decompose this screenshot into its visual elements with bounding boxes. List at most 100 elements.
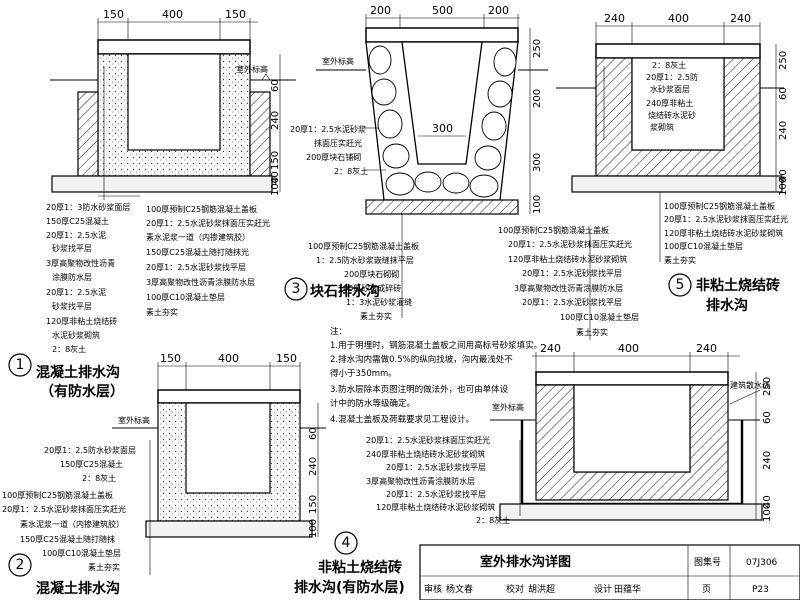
check-label: 校对 [506,583,524,595]
d3-dim-top-1: 200 [370,4,391,17]
svg-text:素土夯实: 素土夯实 [146,307,178,317]
d5-detail-marker [668,273,692,297]
svg-text:100厚预制C25钢筋混凝土盖板: 100厚预制C25钢筋混凝土盖板 [308,241,419,251]
svg-text:150厚C25混凝土: 150厚C25混凝土 [46,216,109,226]
svg-text:砂浆找平层: 砂浆找平层 [52,243,92,253]
d3-dim-top-3: 200 [488,4,509,17]
d1-channel [127,53,221,151]
detail-4-section: 240 400 240 室外标高 建筑散水线 250 60 240 40 100… [294,342,773,596]
detail-3-section: 200 500 200 室外标高 300 250 200 300 [284,4,548,321]
designer: 田蕴华 [614,583,641,595]
svg-text:100厚预制C25钢筋混凝土盖板: 100厚预制C25钢筋混凝土盖板 [146,204,257,214]
d5-dim-side-2: 60 [778,87,789,100]
d4-dim-top-3: 240 [696,342,717,355]
d2-detail-marker [8,553,32,577]
d3-dim-side-2: 200 [532,89,543,108]
d3-grade-label: 室外标高 [322,56,354,66]
d1-layer-callouts-right: 100厚预制C25钢筋混凝土盖板 20厚1：2.5水泥砂浆抹面压实赶光 素水泥浆… [146,204,270,317]
detail-2-section: 150 400 150 室外标高 60 240 150 100 20厚1：2.5… [2,352,326,597]
d2-grade-label: 室外标高 [118,415,150,425]
d5-channel [631,57,725,151]
svg-text:20厚1：2.5水泥砂浆找平层: 20厚1：2.5水泥砂浆找平层 [386,462,486,472]
d5-dim-side-3: 240 [778,121,789,140]
d3-channel [401,41,483,165]
d1-dim-top-2: 400 [162,8,183,21]
d4-dim-top-1: 240 [540,342,561,355]
svg-text:120厚非粘土烧结砖: 120厚非粘土烧结砖 [46,316,117,326]
d2-dim-top-2: 400 [218,352,239,365]
svg-text:抹面压实赶光: 抹面压实赶光 [314,138,362,148]
svg-text:3: 3 [292,281,301,297]
detail-5-section: 240 400 240 250 60 240 40 100 2：8灰土 20厚1… [556,12,789,314]
d3-dim-side-4: 100 [532,195,543,214]
d3-cover-slab [365,27,519,43]
svg-text:20厚1：2.5水泥: 20厚1：2.5水泥 [46,230,106,240]
d5-dim-side-4: 40 [778,169,789,182]
svg-text:240厚非粘土: 240厚非粘土 [646,98,693,108]
d2-dim-side-1: 60 [308,427,319,440]
d3-detail-marker [284,277,308,301]
middle-layer-callouts: 100厚预制C25钢筋混凝土盖板 20厚1：2.5水泥砂浆抹面压实赶光 120厚… [498,225,639,340]
d2-cover-slab [157,389,301,404]
svg-text:20厚1：2.5水泥砂浆找平层: 20厚1：2.5水泥砂浆找平层 [386,489,486,499]
svg-text:水泥砂浆砌筑: 水泥砂浆砌筑 [52,330,100,340]
d3-layer-callouts-lower: 100厚预制C25钢筋混凝土盖板 1：2.5防水砂浆嵌缝抹平层 200厚块石砌砌… [308,241,419,321]
d2-layer-callouts: 20厚1：2.5防水砂浆面层 150厚C25混凝土 2：8灰土 100厚预制C2… [2,445,136,572]
svg-text:素土夯实: 素土夯实 [88,562,120,572]
notes-title: 注： [330,326,347,337]
d1-cover-slab [97,39,251,55]
note-line-5: 计中的防水等级确定。 [330,398,415,409]
d4-layer-callouts: 20厚1：2.5水泥砂浆抹面压实赶光 240厚非粘土烧结砖水泥砂浆砌筑 20厚1… [366,435,510,525]
d4-dim-top-2: 400 [618,342,639,355]
svg-text:150厚C25混凝土随打随抹光: 150厚C25混凝土随打随抹光 [146,247,249,257]
d3-inner-width: 300 [432,122,453,135]
d4-base-slab [499,503,763,521]
svg-text:2：8灰土: 2：8灰土 [334,166,368,176]
d1-brick-left [77,91,99,177]
svg-text:20厚1：2.5水泥砂浆找平层: 20厚1：2.5水泥砂浆找平层 [522,268,622,278]
svg-text:1：3水泥砂浆灌缝: 1：3水泥砂浆灌缝 [346,297,412,307]
sheet-title: 室外排水沟详图 [480,554,571,570]
svg-text:3厚高聚物改性沥青涂膜防水层: 3厚高聚物改性沥青涂膜防水层 [146,277,255,287]
d4-dim-side-2: 60 [762,411,773,424]
svg-text:100厚C10混凝土垫层: 100厚C10混凝土垫层 [146,292,225,302]
svg-text:4: 4 [342,535,351,551]
svg-text:20厚1：3防水砂浆面层: 20厚1：3防水砂浆面层 [46,202,130,212]
svg-text:1: 1 [16,357,25,373]
svg-text:100厚预制C25钢筋混凝土盖板: 100厚预制C25钢筋混凝土盖板 [498,225,609,235]
d5-cover-slab [595,43,761,59]
d5-dim-top-1: 240 [604,12,625,25]
d5-dim-side-1: 250 [778,51,789,70]
svg-text:20厚1：2.5防水砂浆面层: 20厚1：2.5防水砂浆面层 [44,445,136,455]
d1-dim-top-3: 150 [225,8,246,21]
d4-dim-side-1: 250 [762,377,773,396]
note-line-1: 1.用于明埋时，钢筋混凝土盖板之间用高标号砂浆填实。 [330,340,542,351]
svg-text:200厚块石砌砌: 200厚块石砌砌 [344,269,399,279]
d4-grade-label: 室外标高 [492,402,524,412]
page-label: 页 [702,584,711,595]
svg-text:150厚C25混凝土: 150厚C25混凝土 [60,459,123,469]
d3-stones [368,45,517,198]
d1-subtitle: （有防水层） [40,383,124,400]
d3-dim-top-2: 500 [432,4,453,17]
svg-text:100厚预制C25钢筋混凝土盖板: 100厚预制C25钢筋混凝土盖板 [664,201,775,211]
svg-text:3厚高聚物改性沥青涂膜防水层: 3厚高聚物改性沥青涂膜防水层 [514,283,623,293]
svg-text:20厚1：2.5水泥砂浆抹面压实赶光: 20厚1：2.5水泥砂浆抹面压实赶光 [508,239,632,249]
svg-text:2：8灰土: 2：8灰土 [652,60,686,70]
svg-text:涂膜防水层: 涂膜防水层 [52,272,92,282]
svg-text:浆砌筑: 浆砌筑 [650,122,674,132]
note-line-3: 得小于350mm。 [330,368,397,379]
d1-detail-marker [8,353,32,377]
d1-layer-callouts-left: 20厚1：3防水砂浆面层 150厚C25混凝土 20厚1：2.5水泥 砂浆找平层… [46,202,130,354]
detail-1-section: 150 400 150 室外标高 60 240 150 40 100 20厚1：… [8,8,296,400]
d1-dim-top-1: 150 [103,8,124,21]
svg-text:100厚C10混凝土垫层: 100厚C10混凝土垫层 [560,312,639,322]
d1-dim-side-5: 100 [270,177,281,196]
svg-text:150厚C25混凝土随打随抹: 150厚C25混凝土随打随抹 [20,534,115,544]
svg-text:素土夯实: 素土夯实 [664,255,696,265]
d4-dim-side-5: 100 [762,503,773,522]
svg-text:20厚1：2.5水泥砂浆找平层: 20厚1：2.5水泥砂浆找平层 [146,262,246,272]
svg-text:20厚1：2.5水泥砂浆抹面压实赶光: 20厚1：2.5水泥砂浆抹面压实赶光 [2,504,126,514]
d3-dim-side-3: 300 [532,153,543,172]
